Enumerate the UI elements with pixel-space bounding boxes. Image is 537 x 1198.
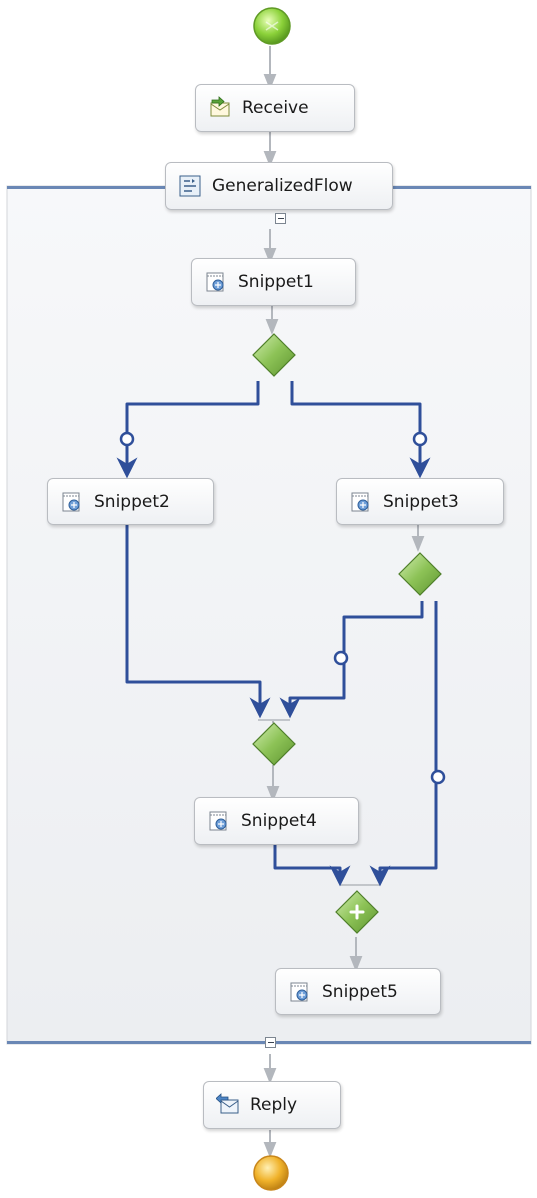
snippet-icon — [349, 490, 373, 514]
snippet-icon — [60, 490, 84, 514]
snippet-icon — [207, 809, 231, 833]
link-condition-icon — [412, 431, 428, 447]
receive-activity[interactable]: Receive — [195, 84, 355, 132]
snippet4-activity[interactable]: Snippet4 — [194, 797, 359, 845]
reply-label: Reply — [250, 1095, 298, 1115]
link-condition-icon — [430, 769, 446, 785]
snippet-icon — [204, 270, 228, 294]
snippet1-activity[interactable]: Snippet1 — [191, 258, 356, 306]
reply-icon — [216, 1093, 240, 1117]
end-event[interactable] — [253, 1155, 289, 1191]
scope-collapse-button[interactable] — [275, 213, 286, 224]
plus-icon — [349, 904, 365, 920]
snippet1-label: Snippet1 — [238, 272, 314, 292]
snippet3-activity[interactable]: Snippet3 — [336, 478, 504, 525]
snippet4-label: Snippet4 — [241, 811, 317, 831]
snippet5-label: Snippet5 — [322, 981, 398, 1002]
snippet2-label: Snippet2 — [94, 491, 170, 512]
generalized-flow-label: GeneralizedFlow — [212, 176, 353, 196]
snippet-icon — [288, 980, 312, 1004]
reply-activity[interactable]: Reply — [203, 1081, 341, 1129]
gateway-after-snippet1[interactable] — [252, 333, 296, 377]
join-gateway[interactable] — [252, 722, 296, 766]
link-snippet3-to-snippet5-gateway — [369, 601, 438, 887]
link-condition-icon — [119, 431, 135, 447]
receive-label: Receive — [242, 98, 309, 118]
generalized-flow-icon — [178, 174, 202, 198]
link-conditions — [119, 431, 446, 785]
generalized-flow-activity[interactable]: GeneralizedFlow — [165, 162, 393, 210]
snippet5-activity[interactable]: Snippet5 — [275, 968, 441, 1015]
link-snippet4-to-merge — [273, 845, 351, 887]
sequence-connectors — [258, 46, 425, 1158]
generalized-flow-scope — [6, 185, 532, 1045]
link-condition-icon — [333, 650, 349, 666]
merge-gateway[interactable] — [335, 890, 379, 934]
receive-icon — [208, 96, 232, 120]
snippet2-activity[interactable]: Snippet2 — [47, 478, 214, 525]
gateway-after-snippet3[interactable] — [398, 552, 442, 596]
link-snippet2-to-join — [125, 525, 271, 719]
snippet3-label: Snippet3 — [383, 491, 459, 512]
start-event[interactable] — [253, 7, 291, 45]
scope-expand-button[interactable] — [265, 1037, 276, 1048]
